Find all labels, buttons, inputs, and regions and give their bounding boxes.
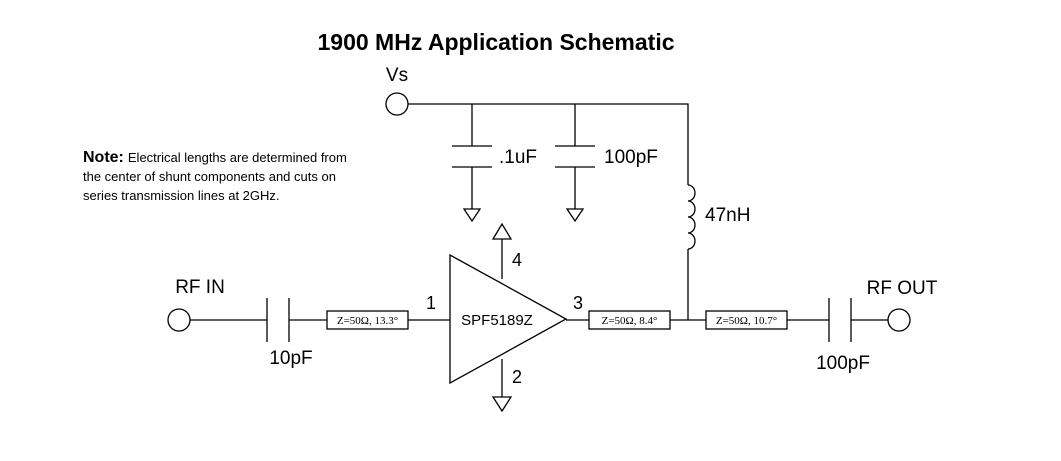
rf-in-label: RF IN xyxy=(175,277,225,298)
cap-input-label: 10pF xyxy=(269,348,312,369)
note-line-2: the center of shunt components and cuts … xyxy=(83,169,336,184)
tline-output-2: Z=50Ω, 10.7° xyxy=(705,310,788,330)
cap-output-label: 100pF xyxy=(816,353,870,374)
inductor-label: 47nH xyxy=(705,205,750,226)
pin-4-arrow-icon xyxy=(491,222,513,240)
ground-symbol xyxy=(565,208,585,223)
diagram-title: 1900 MHz Application Schematic xyxy=(317,29,674,55)
rf-out-label: RF OUT xyxy=(867,278,938,299)
rf-out-terminal-circle xyxy=(887,308,911,332)
note-text-1: Note: Electrical lengths are determined f… xyxy=(83,149,347,166)
rf-out-terminal: RF OUT xyxy=(867,278,938,332)
tline-output-2-label: Z=50Ω, 10.7° xyxy=(716,315,777,327)
rf-in-terminal-circle xyxy=(167,308,191,332)
capacitor-bypass-small: 100pF xyxy=(555,104,658,223)
cap-bypass-large-label: .1uF xyxy=(499,147,537,168)
amplifier-part-number: SPF5189Z xyxy=(461,312,533,329)
capacitor-bypass-large: .1uF xyxy=(452,104,537,223)
rf-in-terminal: RF IN xyxy=(167,277,225,332)
supply-terminal: Vs xyxy=(385,65,409,116)
note-line-1: Electrical lengths are determined from xyxy=(128,150,347,165)
ground-symbol xyxy=(462,208,482,223)
tline-input-label: Z=50Ω, 13.3° xyxy=(337,315,398,327)
note-line-3: series transmission lines at 2GHz. xyxy=(83,188,280,203)
supply-rail xyxy=(408,103,689,185)
pin-3-label: 3 xyxy=(573,293,583,313)
vs-terminal-circle xyxy=(385,92,409,116)
tline-output-1-label: Z=50Ω, 8.4° xyxy=(602,315,658,327)
tline-input: Z=50Ω, 13.3° xyxy=(326,310,409,330)
capacitor-input: 10pF xyxy=(266,298,313,369)
pin-1-label: 1 xyxy=(426,293,436,313)
capacitor-output: 100pF xyxy=(816,298,870,374)
ground-symbol xyxy=(491,396,513,413)
tline-output-1: Z=50Ω, 8.4° xyxy=(588,310,671,330)
note-block: Note: Electrical lengths are determined f… xyxy=(83,149,347,203)
vs-label: Vs xyxy=(386,65,408,86)
cap-bypass-small-label: 100pF xyxy=(604,147,658,168)
amplifier-spf5189z: SPF5189Z 1 3 4 2 xyxy=(426,222,583,413)
amplifier-triangle xyxy=(449,253,568,385)
pin-4-label: 4 xyxy=(512,250,522,270)
note-heading: Note: xyxy=(83,149,124,166)
pin-2-label: 2 xyxy=(512,367,522,387)
inductor-choke: 47nH xyxy=(687,184,750,320)
